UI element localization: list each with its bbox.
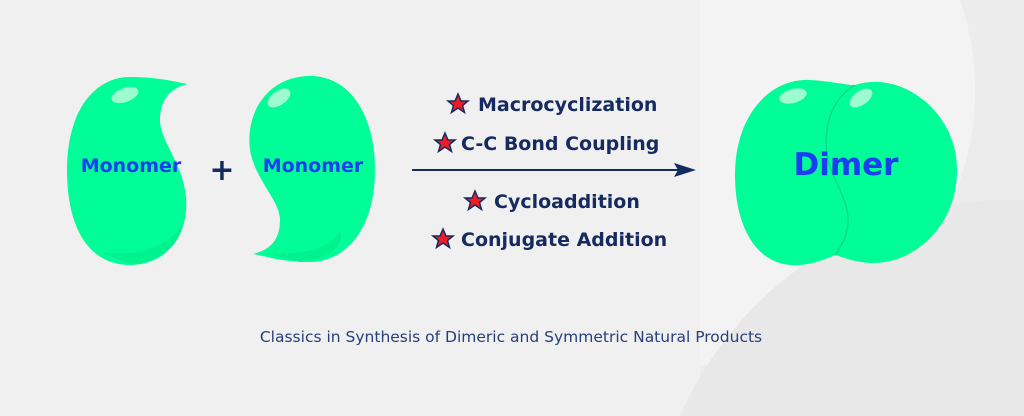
star-icon bbox=[430, 227, 456, 250]
background-circle-dark bbox=[680, 199, 1024, 416]
monomer-label: Monomer bbox=[81, 155, 182, 177]
caption: Classics in Synthesis of Dimeric and Sym… bbox=[260, 328, 762, 346]
monomer-label: Monomer bbox=[263, 155, 364, 177]
seam bbox=[825, 84, 856, 256]
star-icon bbox=[432, 131, 458, 154]
highlight bbox=[267, 88, 291, 108]
dimer: Dimer bbox=[735, 79, 957, 266]
reaction-item: Cycloaddition bbox=[462, 189, 640, 213]
reaction-item: Conjugate Addition bbox=[430, 227, 667, 251]
reaction-label: Conjugate Addition bbox=[461, 229, 667, 251]
highlight bbox=[111, 86, 139, 104]
highlight bbox=[779, 88, 807, 104]
reaction-item: C-C Bond Coupling bbox=[432, 131, 659, 155]
reaction-label: Cycloaddition bbox=[494, 191, 640, 213]
plus-sign: + bbox=[209, 153, 234, 188]
star-icon bbox=[445, 92, 471, 115]
reaction-label: C-C Bond Coupling bbox=[461, 133, 659, 155]
reaction-item: Macrocyclization bbox=[445, 92, 657, 116]
star-icon bbox=[462, 189, 488, 212]
reaction-list: Macrocyclization C-C Bond Coupling Cyclo… bbox=[430, 92, 667, 251]
dimer-label: Dimer bbox=[794, 147, 900, 183]
monomer-1: Monomer bbox=[67, 77, 188, 265]
highlight bbox=[849, 88, 873, 108]
monomer-2: Monomer bbox=[249, 76, 375, 262]
reaction-arrow bbox=[412, 163, 696, 177]
reaction-label: Macrocyclization bbox=[478, 94, 657, 116]
